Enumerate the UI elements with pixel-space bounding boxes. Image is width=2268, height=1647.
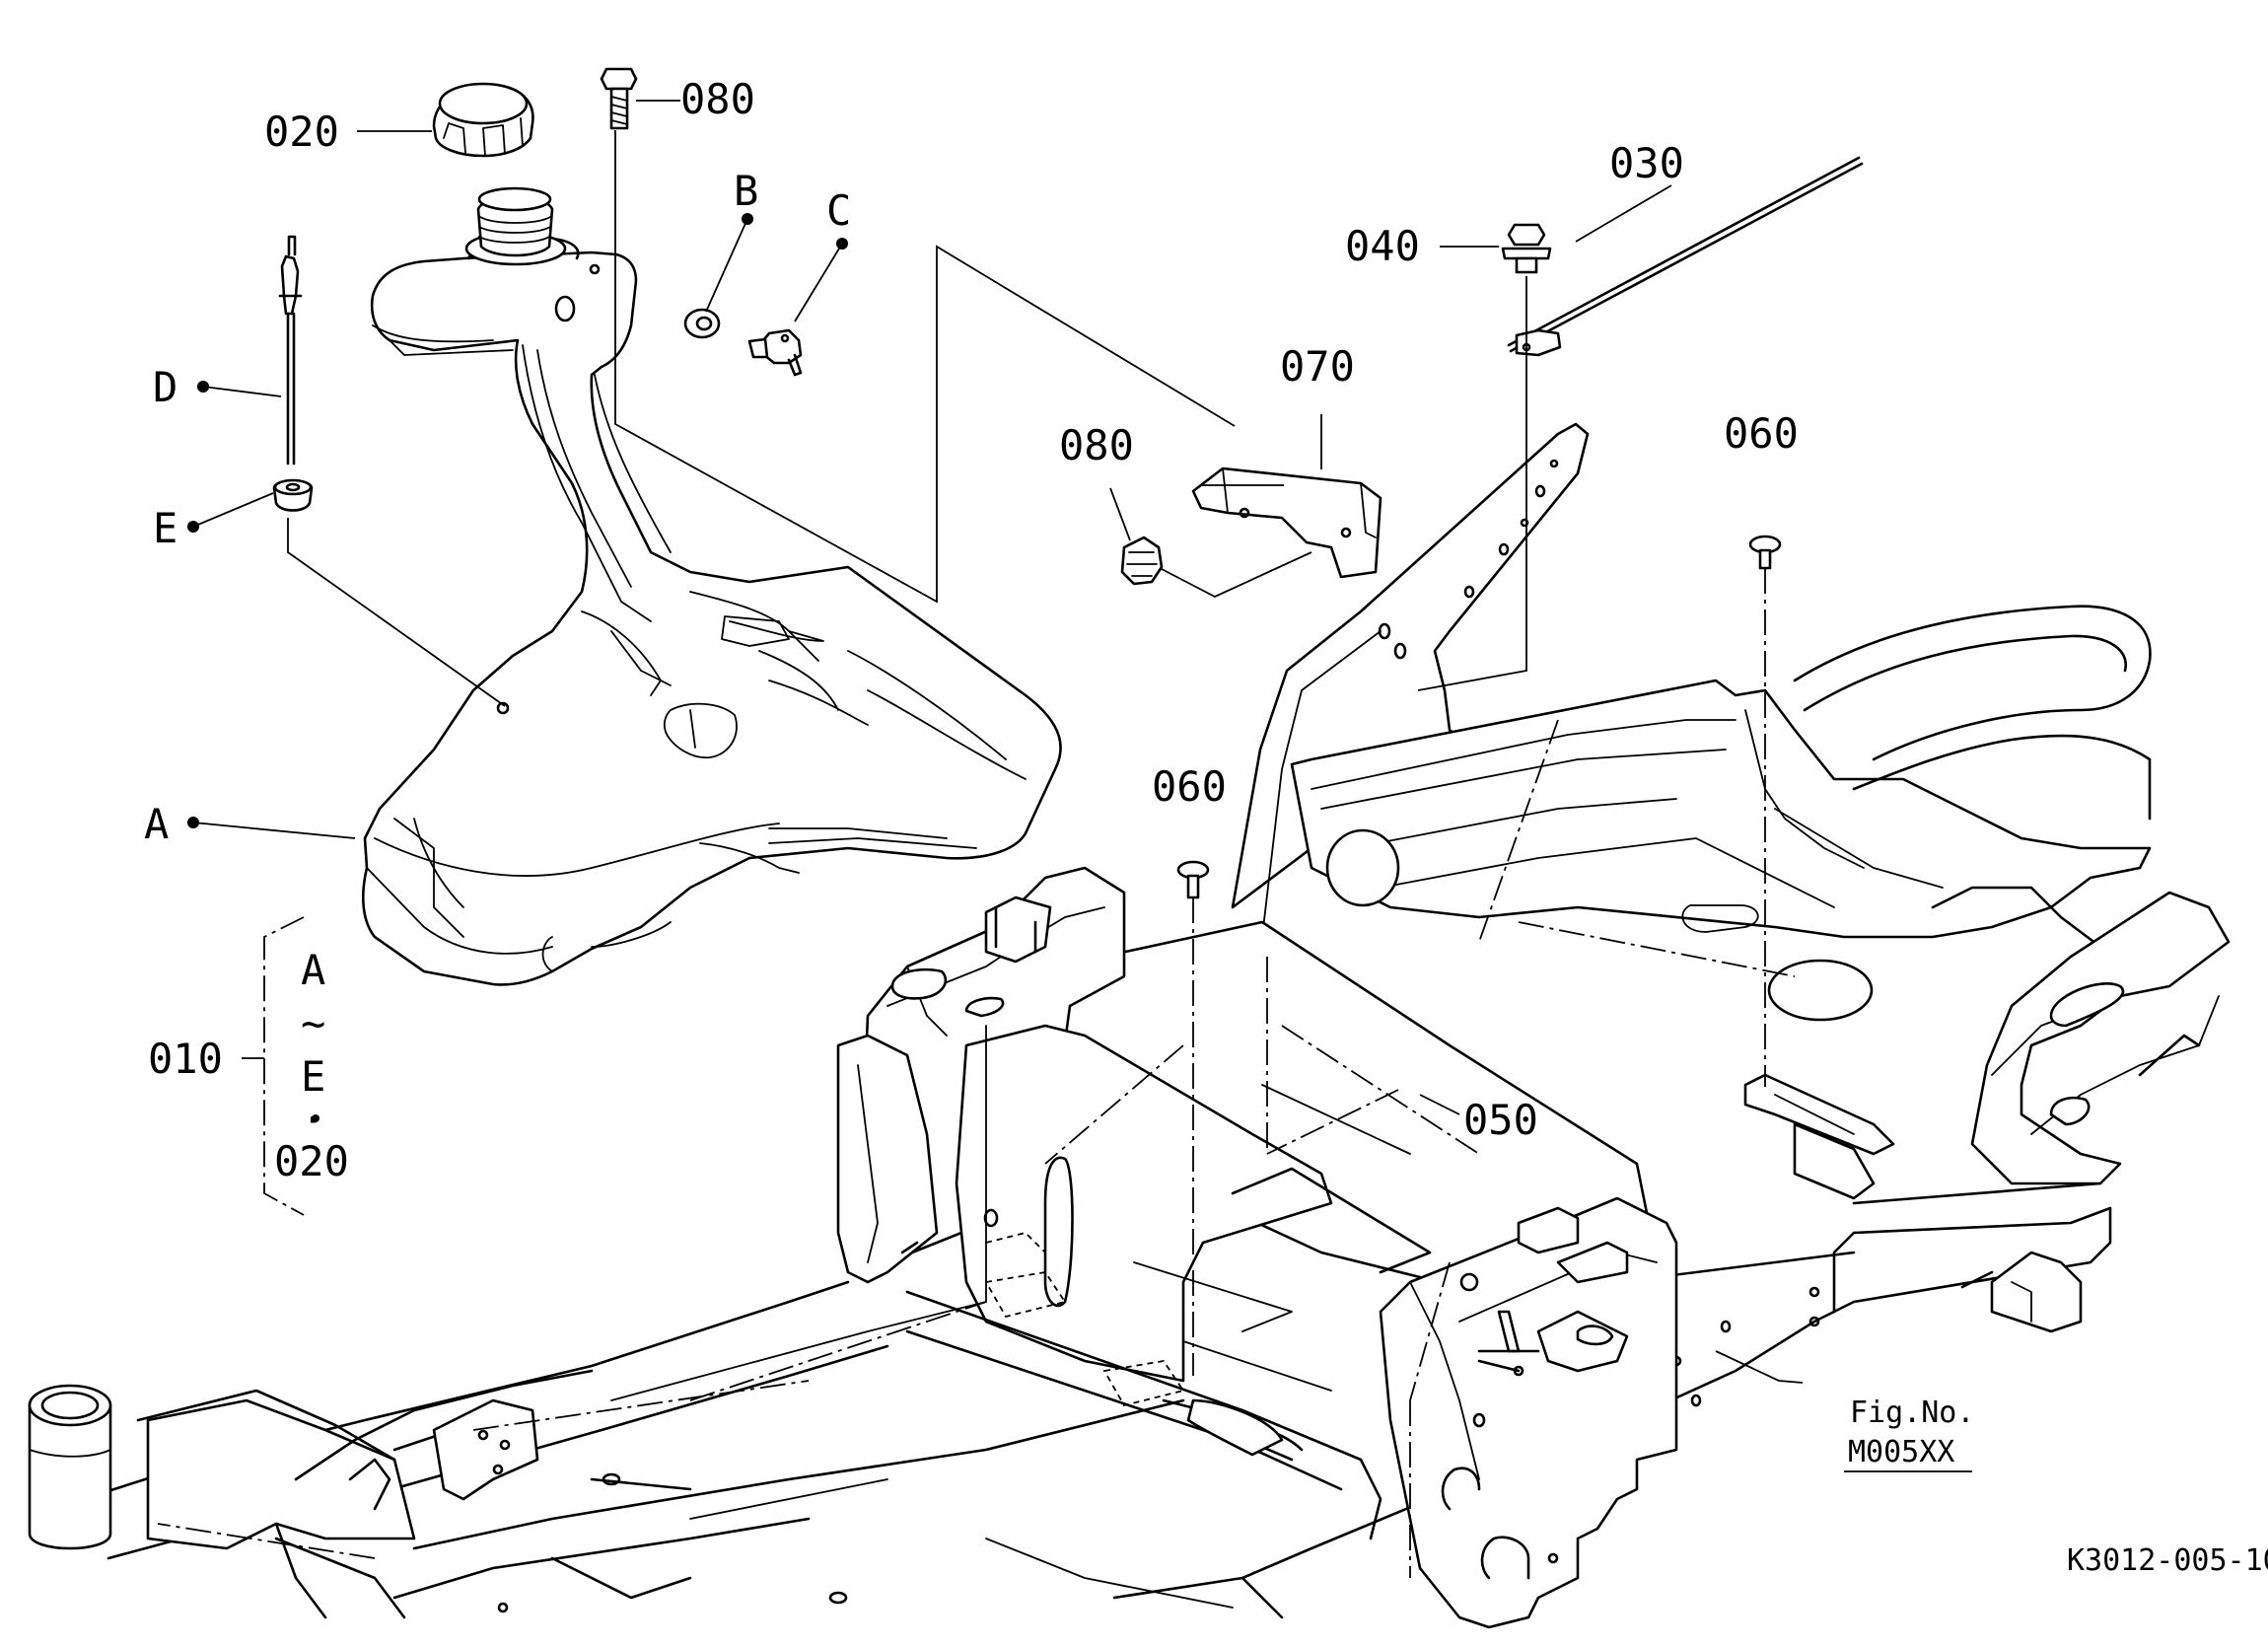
label-080-mid: 080 (1059, 421, 1134, 469)
label-d: D (153, 363, 177, 411)
gauge-rod-d (278, 235, 303, 465)
assembly-dash-lines (157, 568, 1796, 1578)
screw-080-mid (1120, 536, 1164, 586)
label-080-top: 080 (680, 75, 755, 123)
fuel-tank (361, 186, 1062, 986)
hidden-lines (984, 1232, 1185, 1407)
rod-030 (1507, 156, 1864, 357)
label-030: 030 (1609, 139, 1684, 187)
fuel-cap (432, 82, 534, 158)
label-c: C (826, 186, 851, 235)
assembly-range-bracket (242, 916, 305, 1216)
range-from: A (301, 946, 325, 994)
figure-number-block: Fig.No. M005XX (1844, 1396, 1974, 1472)
label-040: 040 (1345, 222, 1420, 270)
figure-label: Fig.No. (1850, 1396, 1974, 1430)
callout-dots (187, 213, 848, 1122)
label-020: 020 (264, 107, 339, 156)
label-a: A (144, 800, 169, 848)
label-b: B (734, 167, 758, 215)
range-extra: 020 (274, 1137, 349, 1185)
bolt-060-mid (1176, 860, 1210, 899)
grommet-e (272, 478, 314, 512)
bolt-060-right (1748, 535, 1782, 570)
leader-lines (192, 100, 1804, 1384)
bracket-070 (1191, 466, 1382, 579)
figure-number: M005XX (1848, 1435, 1954, 1469)
label-010: 010 (148, 1035, 223, 1083)
range-tilde: ~ (301, 999, 325, 1047)
bolt-040 (1501, 223, 1552, 274)
label-060-mid: 060 (1152, 762, 1227, 811)
range-dot: · (301, 1096, 325, 1144)
drawing-code: K3012-005-10 (2067, 1543, 2268, 1578)
label-e: E (153, 504, 177, 552)
bolt-080-top (600, 67, 638, 130)
label-060-right: 060 (1724, 409, 1799, 458)
label-050: 050 (1463, 1096, 1538, 1144)
frame-chassis (28, 422, 2231, 1629)
gasket-b (683, 308, 721, 339)
range-to: E (301, 1052, 325, 1101)
fitting-c (747, 328, 803, 377)
label-070: 070 (1280, 342, 1355, 391)
callout-labels: 020 080 B C D E A 030 040 070 080 060 06… (144, 75, 1799, 1185)
